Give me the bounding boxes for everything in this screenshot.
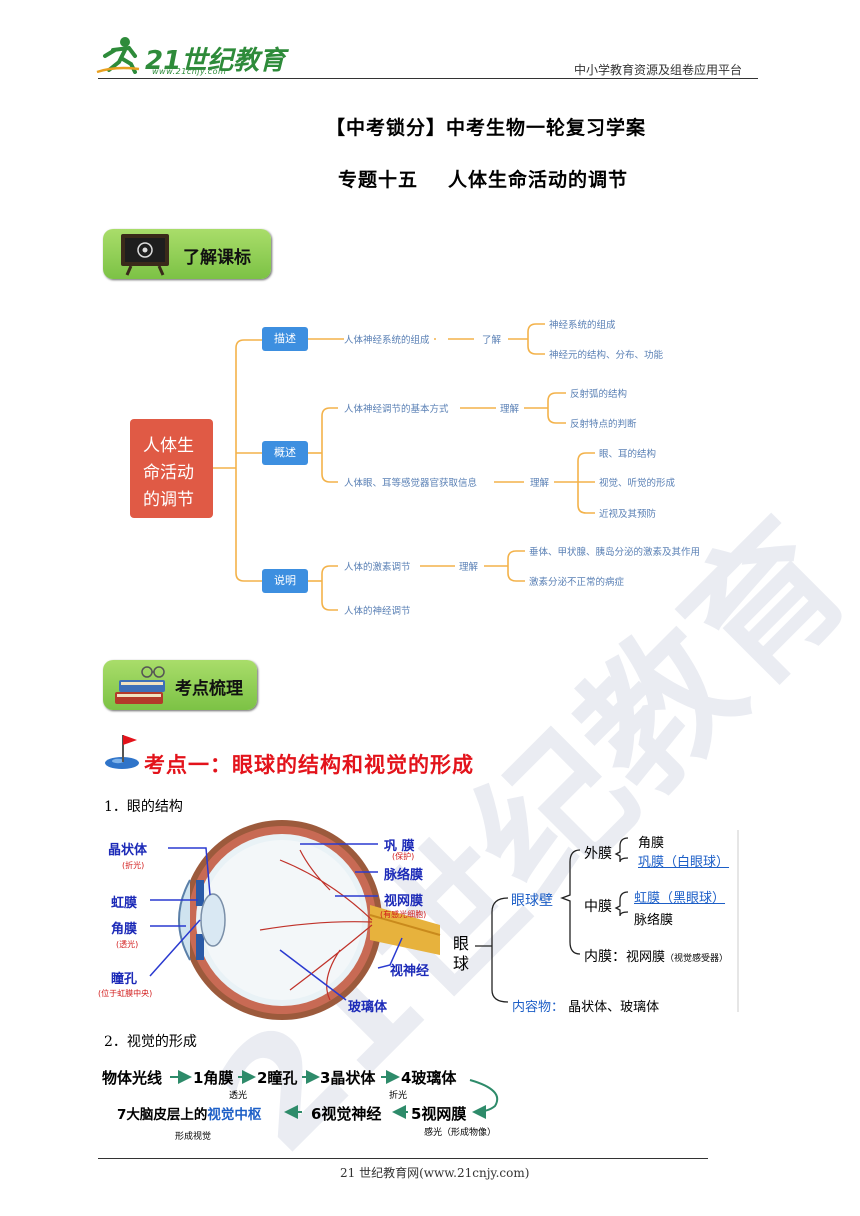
- mindmap-topic: 人体的神经调节: [344, 606, 411, 617]
- flow-step-1: 1角膜: [193, 1069, 234, 1087]
- mindmap-connectors: [213, 323, 595, 611]
- mindmap-root: 人体生 命活动 的调节: [130, 419, 213, 518]
- eye-tree-outer-item: 巩膜（白眼球）: [638, 855, 730, 870]
- eye-tree-inner-item: 视网膜: [626, 950, 666, 965]
- eye-tree-contents-label: 内容物：: [512, 1000, 565, 1015]
- eye-tree-middle: 中膜: [584, 899, 612, 915]
- mindmap-verb: 了解: [482, 335, 502, 346]
- curriculum-mindmap: 人体生 命活动 的调节 描述 概述 说明 人体神经系统的组成 了解 神经系统的组…: [130, 320, 701, 617]
- eye-note-cornea: (透光): [116, 940, 139, 949]
- flow-step-6: 6视觉神经: [311, 1105, 382, 1123]
- eye-label-sclera: 巩 膜: [384, 839, 415, 854]
- mindmap-branch-describe: 描述: [262, 327, 308, 351]
- eye-label-pupil: 瞳孔: [111, 972, 138, 987]
- flow-step-3: 3晶状体: [320, 1069, 376, 1087]
- eye-tree-contents-items: 晶状体、玻璃体: [568, 1000, 660, 1015]
- eye-tree-contents: 内容物： 晶状体、玻璃体: [512, 996, 659, 1015]
- flag-icon: [105, 735, 139, 769]
- eye-tree-root-text: 眼球: [453, 934, 470, 973]
- flow-step-4: 4玻璃体: [401, 1069, 457, 1087]
- logo-url: www.21cnjy.com: [152, 67, 227, 76]
- flow-step-2: 2瞳孔: [257, 1069, 298, 1087]
- flow-note-7: 形成视觉: [175, 1132, 212, 1142]
- flow-step-7-text: 7大脑皮层上的: [117, 1107, 208, 1123]
- header-platform-text: 中小学教育资源及组卷应用平台: [574, 63, 743, 77]
- mindmap-leaf: 激素分泌不正常的病症: [529, 577, 625, 588]
- mindmap-topic: 人体的激素调节: [344, 562, 411, 573]
- mindmap-leaf: 神经元的结构、分布、功能: [549, 350, 664, 361]
- eye-tree-inner-note: （视觉感受器）: [665, 954, 729, 964]
- section-badge-standards: 了解课标: [103, 229, 271, 279]
- eye-label-optic-nerve: 视神经: [390, 964, 430, 979]
- books-icon: [115, 666, 165, 704]
- eye-label-iris: 虹膜: [111, 896, 138, 911]
- mindmap-leaf: 视觉、听觉的形成: [599, 478, 676, 489]
- header: 21世纪教育 www.21cnjy.com 中小学教育资源及组卷应用平台: [0, 0, 860, 80]
- footer-rule: [98, 1158, 708, 1159]
- eye-label-choroid: 脉络膜: [384, 868, 424, 883]
- logo-runner-icon: [96, 37, 140, 74]
- mindmap-topic: 人体眼、耳等感觉器官获取信息: [344, 478, 478, 489]
- page-title-line1: 【中考锁分】中考生物一轮复习学案: [326, 117, 647, 139]
- mindmap-leaf: 眼、耳的结构: [599, 449, 657, 460]
- eye-label-lens: 晶状体: [108, 843, 148, 858]
- eye-tree-inner-label: 内膜：: [584, 949, 626, 965]
- subheading-vision: 2．视觉的形成: [104, 1034, 197, 1050]
- mindmap-topic: 人体神经调节的基本方式: [344, 404, 449, 415]
- mindmap-topic: 人体神经系统的组成: [344, 332, 434, 346]
- eye-tree-root: 眼球: [453, 934, 471, 974]
- point-title: 考点一：眼球的结构和视觉的形成: [144, 753, 474, 777]
- eye-tree-wall: 眼球壁: [511, 893, 553, 909]
- footer-text: 21 世纪教育网(www.21cnjy.com): [340, 1166, 530, 1180]
- flow-step-7: 7大脑皮层上的视觉中枢: [117, 1103, 261, 1123]
- mindmap-verb: 理解: [500, 404, 520, 415]
- mindmap-leaf: 近视及其预防: [599, 509, 657, 520]
- eye-label-cornea: 角膜: [111, 922, 138, 937]
- section-badge-label: 了解课标: [183, 248, 251, 268]
- flow-step-7-center: 视觉中枢: [207, 1107, 262, 1123]
- eye-tree-outer: 外膜: [584, 846, 612, 862]
- section-badge-review: 考点梳理: [103, 660, 257, 710]
- page-title-line2: 专题十五人体生命活动的调节: [338, 169, 629, 191]
- flow-note-3: 折光: [389, 1091, 408, 1101]
- eye-note-lens: (折光): [122, 861, 145, 870]
- eye-label-retina: 视网膜: [384, 894, 424, 909]
- eye-tree-middle-item: 脉络膜: [634, 913, 674, 928]
- eye-tree-outer-item: 角膜: [638, 836, 665, 851]
- eye-tree-middle-item: 虹膜（黑眼球）: [634, 891, 726, 906]
- eye-tree-inner: 内膜：视网膜（视觉感受器）: [584, 946, 728, 966]
- mindmap-verb: 理解: [530, 478, 550, 489]
- eye-note-retina: (有感光细胞): [380, 910, 427, 919]
- mindmap-root-line: 人体生: [143, 436, 194, 456]
- eye-note-sclera: (保护): [392, 852, 415, 861]
- mindmap-verb: 理解: [459, 562, 479, 573]
- mindmap-branch-outline: 概述: [262, 441, 308, 465]
- mindmap-leaf: 垂体、甲状腺、胰岛分泌的激素及其作用: [529, 547, 701, 558]
- eye-label-vitreous: 玻璃体: [348, 1000, 388, 1015]
- subheading-eye-structure: 1．眼的结构: [104, 799, 183, 815]
- flow-step-5: 5视网膜: [411, 1105, 467, 1123]
- flow-note-5: 感光（形成物像）: [424, 1128, 497, 1138]
- mindmap-root-line: 的调节: [143, 490, 194, 510]
- header-rule: [98, 78, 758, 79]
- flow-note-1: 透光: [229, 1091, 248, 1101]
- flow-start: 物体光线: [102, 1069, 163, 1087]
- mindmap-branch-explain: 说明: [262, 569, 308, 593]
- mindmap-leaf: 反射特点的判断: [570, 419, 637, 430]
- mindmap-leaf: 反射弧的结构: [570, 389, 628, 400]
- mindmap-root-line: 命活动: [143, 463, 194, 483]
- blackboard-icon: [121, 234, 169, 276]
- section-badge-label: 考点梳理: [175, 679, 243, 699]
- logo-text: 21世纪教育: [145, 46, 286, 76]
- eye-note-pupil: (位于虹膜中央): [98, 989, 153, 998]
- mindmap-leaf: 神经系统的组成: [549, 320, 616, 331]
